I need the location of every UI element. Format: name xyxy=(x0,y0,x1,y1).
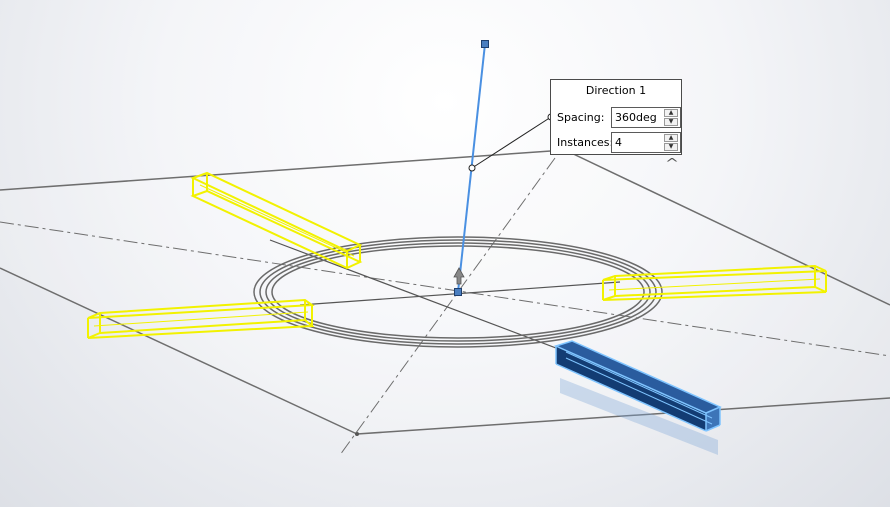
seed-bar-reflection xyxy=(560,378,718,455)
spin-up-icon[interactable]: ▲ xyxy=(664,109,678,117)
axis-origin-handle[interactable] xyxy=(454,288,462,296)
direction-arrow-icon[interactable] xyxy=(453,267,465,285)
plane-edge-bottom xyxy=(356,397,890,435)
chevron-up-icon[interactable]: ^ xyxy=(664,156,680,170)
spin-down-icon[interactable]: ▼ xyxy=(664,143,678,151)
spacing-value[interactable]: 360deg xyxy=(615,111,657,124)
sketch-plane xyxy=(0,150,890,434)
spin-up-icon[interactable]: ▲ xyxy=(664,134,678,142)
instances-field[interactable]: 4 ▲ ▼ xyxy=(611,132,681,153)
spacing-spinner[interactable]: ▲ ▼ xyxy=(664,108,678,127)
spin-down-icon[interactable]: ▼ xyxy=(664,118,678,126)
instances-label: Instances: xyxy=(557,136,614,149)
callout-anchor-point xyxy=(468,164,476,172)
plane-edge-left xyxy=(0,267,358,435)
spacing-field[interactable]: 360deg ▲ ▼ xyxy=(611,107,681,128)
centerline-horizontal xyxy=(0,221,890,357)
preview-bar-top-left[interactable] xyxy=(190,171,363,270)
preview-bar-left[interactable] xyxy=(87,298,315,339)
pattern-circle xyxy=(253,236,663,348)
seed-bar-selected[interactable] xyxy=(553,340,722,455)
plane-edge-right xyxy=(564,149,890,306)
instances-value[interactable]: 4 xyxy=(615,136,622,149)
plane-corner-point xyxy=(355,432,359,436)
callout-leader-line xyxy=(471,116,552,169)
preview-bar-right[interactable] xyxy=(602,264,827,301)
plane-edge-top xyxy=(0,149,566,191)
instances-spinner[interactable]: ▲ ▼ xyxy=(664,133,678,152)
direction-end-handle[interactable] xyxy=(481,40,489,48)
spacing-label: Spacing: xyxy=(557,111,605,124)
callout-title: Direction 1 xyxy=(585,84,647,97)
direction-callout: Direction 1 Spacing: 360deg ▲ ▼ Instance… xyxy=(550,79,682,155)
